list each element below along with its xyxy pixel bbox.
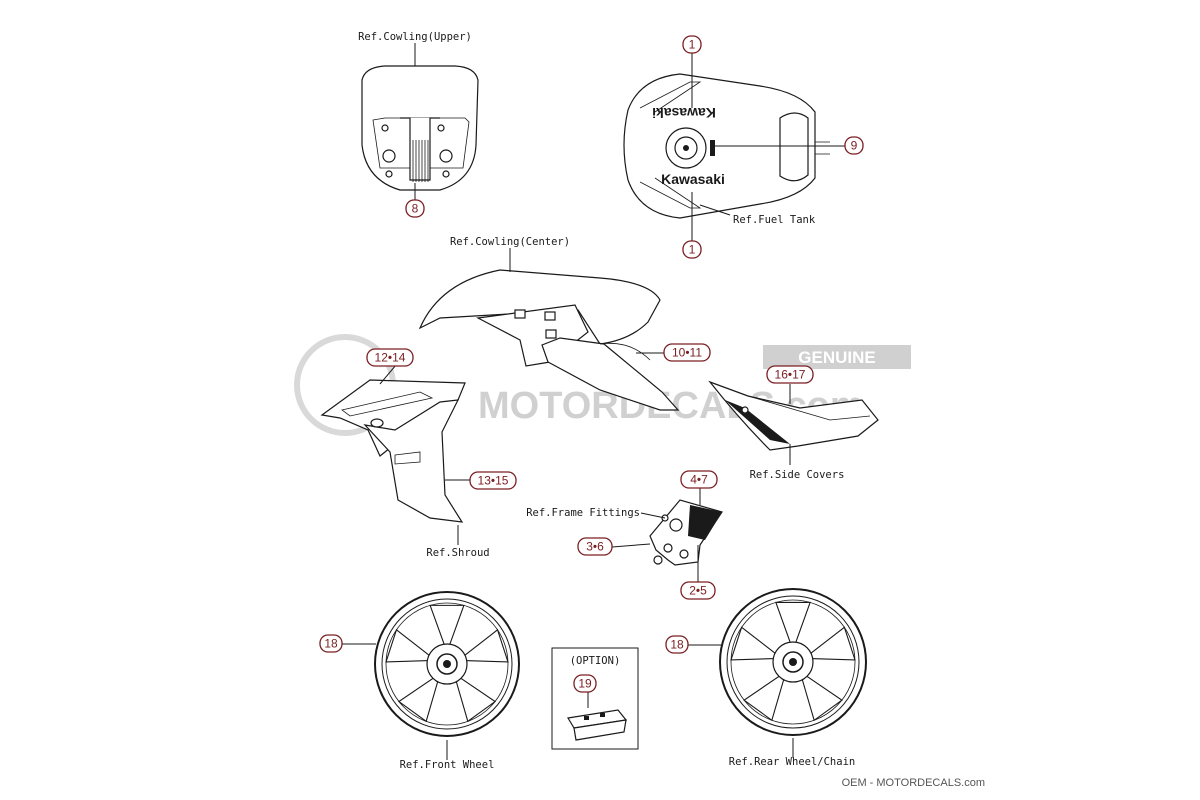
ref-frame-fittings: Ref.Frame Fittings: [526, 507, 640, 519]
svg-text:19: 19: [578, 677, 592, 691]
ref-side-covers: Ref.Side Covers: [750, 469, 845, 481]
callout-4-7: 4•7: [680, 470, 718, 489]
rear-wheel-rim-inner: [726, 595, 860, 729]
svg-text:2•5: 2•5: [689, 584, 707, 598]
callout-18-front: 18: [319, 634, 343, 653]
callout-13-15: 13•15: [469, 471, 517, 490]
callout-19: 19: [573, 674, 597, 693]
svg-text:16•17: 16•17: [775, 368, 806, 382]
callout-16-17: 16•17: [766, 365, 814, 384]
ref-cowling-upper: Ref.Cowling(Upper): [358, 31, 472, 43]
footer-watermark: OEM - MOTORDECALS.com: [842, 777, 985, 789]
ref-shroud: Ref.Shroud: [426, 547, 489, 559]
watermark-badge-bg: [763, 345, 911, 369]
svg-text:12•14: 12•14: [375, 351, 406, 365]
front-wheel-part: [374, 591, 520, 737]
svg-text:4•7: 4•7: [690, 473, 708, 487]
option-chain-part: [567, 709, 628, 741]
callout-1-bottom: 1: [682, 240, 702, 259]
side-cover-part: [708, 380, 879, 451]
ref-front-wheel: Ref.Front Wheel: [400, 759, 495, 771]
svg-text:18: 18: [324, 637, 338, 651]
callout-18-rear: 18: [665, 635, 689, 654]
cowling-upper-part: [361, 65, 479, 191]
frame-fitting-part: [649, 499, 723, 566]
front-wheel-rim-inner: [381, 598, 513, 730]
tank-decal-top: Kawasaki: [652, 105, 716, 121]
option-label: (OPTION): [570, 655, 621, 667]
shroud-part: [320, 379, 466, 523]
callouts: 1 1 9 8 10•11 12•14 16•17 13•15 4•7 3•6 …: [319, 35, 864, 693]
ref-fuel-tank: Ref.Fuel Tank: [733, 214, 816, 226]
callout-9: 9: [844, 136, 864, 155]
callout-10-11: 10•11: [663, 343, 711, 362]
svg-text:1: 1: [689, 243, 696, 257]
tank-decal-bottom: Kawasaki: [661, 171, 725, 187]
front-wheel-axle-center: [443, 660, 451, 668]
front-wheel-rim-edge: [385, 602, 509, 726]
fuel-tank-part: Kawasaki Kawasaki: [623, 73, 830, 219]
svg-text:9: 9: [851, 139, 858, 153]
callout-8: 8: [405, 199, 425, 218]
svg-text:10•11: 10•11: [672, 346, 702, 360]
rear-wheel-rim-edge: [730, 599, 856, 725]
svg-text:18: 18: [670, 638, 684, 652]
svg-text:13•15: 13•15: [478, 474, 509, 488]
svg-text:3•6: 3•6: [586, 540, 604, 554]
callout-3-6: 3•6: [577, 537, 613, 556]
svg-text:8: 8: [412, 202, 419, 216]
watermark-badge: GENUINE: [798, 348, 875, 367]
ref-cowling-center: Ref.Cowling(Center): [450, 236, 570, 248]
callout-12-14: 12•14: [366, 348, 414, 367]
rear-wheel-part: [719, 588, 867, 736]
svg-text:1: 1: [689, 38, 696, 52]
rear-wheel-axle-center: [789, 658, 797, 666]
callout-2-5: 2•5: [680, 581, 716, 600]
cowling-center-part: [418, 269, 680, 411]
callout-1-top: 1: [682, 35, 702, 54]
ref-rear-wheel-chain: Ref.Rear Wheel/Chain: [729, 756, 855, 768]
